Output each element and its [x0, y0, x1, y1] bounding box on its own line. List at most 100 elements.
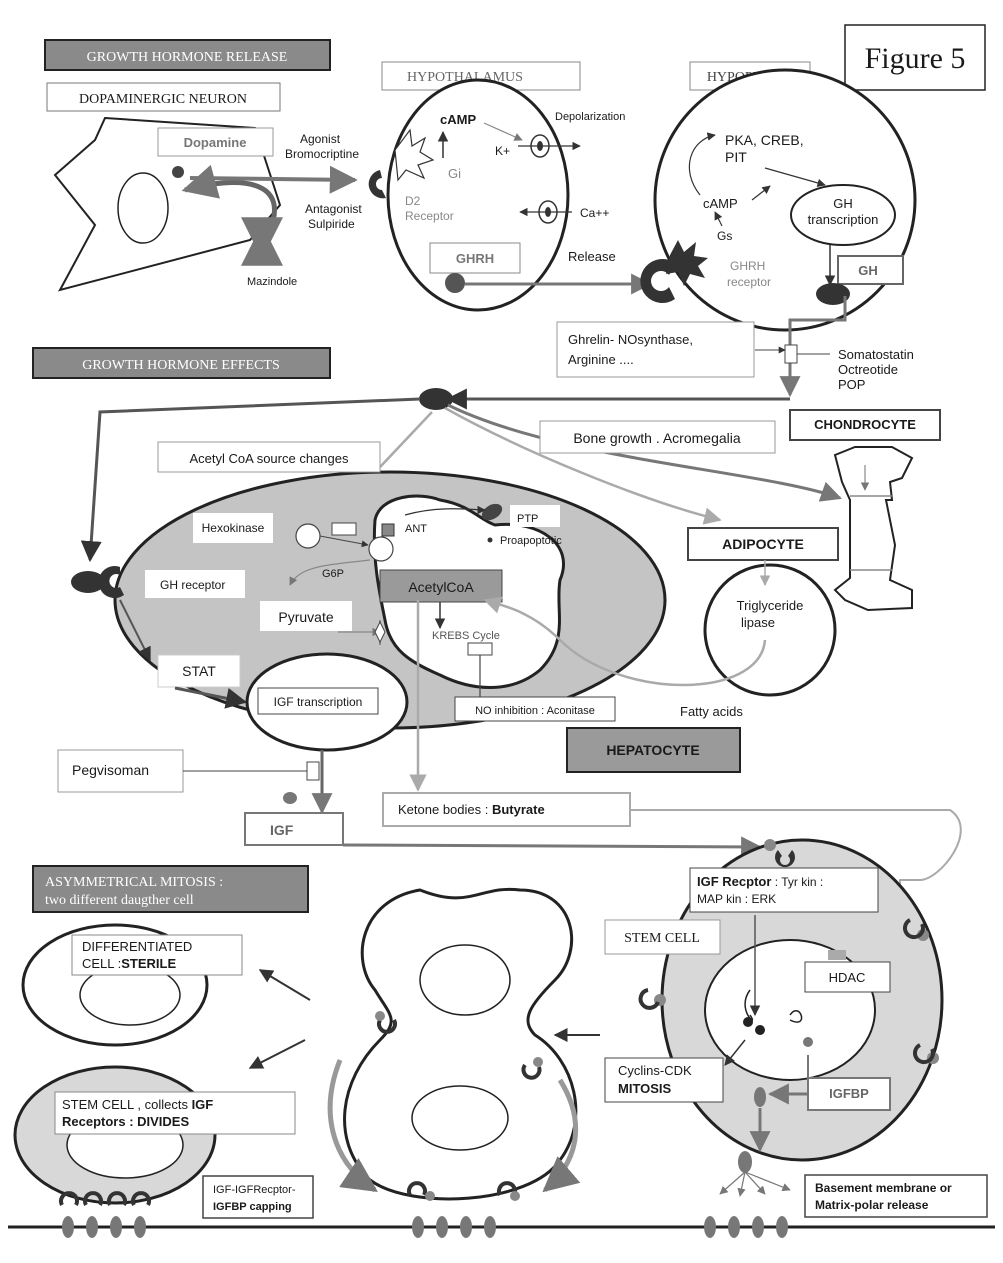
svg-text:IGFBP: IGFBP: [829, 1086, 869, 1101]
svg-text:GHRH: GHRH: [730, 259, 765, 273]
svg-text:STEM CELL: STEM CELL: [624, 931, 700, 946]
section-header-effects: GROWTH HORMONE EFFECTS: [32, 347, 331, 379]
svg-text:GH receptor: GH receptor: [160, 578, 225, 592]
svg-text:KREBS Cycle: KREBS Cycle: [432, 630, 500, 642]
svg-text:Antagonist: Antagonist: [305, 202, 362, 216]
svg-text:PIT: PIT: [725, 149, 747, 165]
svg-text:IGF: IGF: [270, 822, 294, 838]
stem-cell-daughter: STEM CELL , collects IGF Receptors : DIV…: [13, 1065, 296, 1206]
svg-text:Ketone bodies : Butyrate: Ketone bodies : Butyrate: [398, 802, 545, 817]
svg-text:HDAC: HDAC: [829, 970, 866, 985]
bone-growth-box: Bone growth . Acromegalia: [539, 420, 776, 454]
svg-text:Pyruvate: Pyruvate: [278, 609, 333, 625]
no-inhibition-box: NO inhibition : Aconitase: [454, 696, 616, 722]
svg-text:D2: D2: [405, 194, 421, 208]
basement-membrane: [8, 1216, 995, 1238]
ghrelin-box: Ghrelin- NOsynthase, Arginine ....: [556, 321, 755, 378]
stem-cell: IGF Recptor : Tyr kin : MAP kin : ERK ST…: [604, 838, 944, 1173]
svg-text:Octreotide: Octreotide: [838, 362, 898, 377]
svg-text:IGF transcription: IGF transcription: [274, 695, 363, 709]
svg-text:MITOSIS: MITOSIS: [618, 1081, 672, 1096]
svg-text:Matrix-polar release: Matrix-polar release: [815, 1198, 929, 1212]
svg-text:Triglyceride: Triglyceride: [737, 598, 804, 613]
differentiated-cell: DIFFERENTIATED CELL :STERILE: [21, 923, 243, 1047]
svg-text:ADIPOCYTE: ADIPOCYTE: [722, 536, 804, 552]
section-header-release: GROWTH HORMONE RELEASE: [44, 39, 331, 71]
svg-text:DOPAMINERGIC NEURON: DOPAMINERGIC NEURON: [79, 92, 247, 107]
svg-text:Sulpiride: Sulpiride: [308, 217, 355, 231]
svg-text:Mazindole: Mazindole: [247, 276, 297, 288]
igf-capping-box: IGF-IGFRecptor- IGFBP capping: [202, 1175, 314, 1219]
svg-text:cAMP: cAMP: [440, 112, 476, 127]
svg-text:Gi: Gi: [448, 166, 461, 181]
svg-text:AcetylCoA: AcetylCoA: [408, 579, 474, 595]
svg-text:transcription: transcription: [808, 212, 879, 227]
svg-text:STAT: STAT: [182, 663, 216, 679]
adipocyte-cell: ADIPOCYTE Triglyceride lipase: [687, 527, 839, 697]
svg-text:IGF-IGFRecptor-: IGF-IGFRecptor-: [213, 1184, 296, 1196]
dividing-cell: [327, 887, 581, 1201]
svg-text:GROWTH HORMONE RELEASE: GROWTH HORMONE RELEASE: [87, 50, 288, 65]
svg-text:Gs: Gs: [717, 229, 732, 243]
svg-text:POP: POP: [838, 377, 865, 392]
svg-text:Ca++: Ca++: [580, 206, 609, 220]
svg-text:GROWTH HORMONE EFFECTS: GROWTH HORMONE EFFECTS: [82, 358, 280, 373]
svg-text:HEPATOCYTE: HEPATOCYTE: [606, 742, 699, 758]
ketone-bodies-box: Ketone bodies : Butyrate: [382, 792, 631, 827]
svg-text:CHONDROCYTE: CHONDROCYTE: [814, 417, 916, 432]
stat-box: STAT: [157, 654, 241, 688]
svg-text:GHRH: GHRH: [456, 251, 494, 266]
svg-text:GH: GH: [833, 196, 853, 211]
svg-text:K+: K+: [495, 144, 510, 158]
igf-box: IGF: [244, 812, 344, 846]
svg-text:Agonist: Agonist: [300, 132, 341, 146]
svg-text:Receptor: Receptor: [405, 209, 454, 223]
svg-text:G6P: G6P: [322, 568, 344, 580]
svg-text:Depolarization: Depolarization: [555, 111, 625, 123]
svg-text:Acetyl CoA source changes: Acetyl CoA source changes: [190, 451, 349, 466]
gh-receptor: [71, 566, 151, 662]
figure-label: Figure 5: [844, 24, 986, 91]
acetylcoa-source-box: Acetyl CoA source changes: [157, 441, 381, 473]
svg-text:Release: Release: [568, 249, 616, 264]
svg-text:Ghrelin- NOsynthase,: Ghrelin- NOsynthase,: [568, 332, 693, 347]
hypophysis-cell: HYPOPHYSIS PKA, CREB, PIT cAMP Gs GH tra…: [640, 61, 917, 332]
svg-text:STEM CELL , collects IGF: STEM CELL , collects IGF: [62, 1097, 213, 1112]
svg-text:GH: GH: [858, 263, 878, 278]
acetylcoa-box: AcetylCoA: [379, 569, 503, 603]
svg-text:Figure 5: Figure 5: [865, 42, 966, 75]
svg-text:IGFBP capping: IGFBP capping: [213, 1201, 292, 1213]
section-header-mitosis: ASYMMETRICAL MITOSIS : two different dau…: [32, 865, 309, 913]
svg-text:ANT: ANT: [405, 523, 427, 535]
svg-text:MAP kin : ERK: MAP kin : ERK: [697, 892, 776, 906]
svg-text:receptor: receptor: [727, 275, 771, 289]
basement-membrane-box: Basement membrane or Matrix-polar releas…: [804, 1174, 988, 1218]
svg-text:Pegvisoman: Pegvisoman: [72, 762, 149, 778]
svg-text:Hexokinase: Hexokinase: [202, 521, 265, 535]
svg-text:IGF Recptor : Tyr kin :: IGF Recptor : Tyr kin :: [697, 874, 823, 889]
svg-text:Bromocriptine: Bromocriptine: [285, 147, 359, 161]
svg-text:DIFFERENTIATED: DIFFERENTIATED: [82, 939, 192, 954]
svg-text:two different daugther cell: two different daugther cell: [45, 893, 194, 908]
svg-text:Bone growth . Acromegalia: Bone growth . Acromegalia: [573, 430, 741, 446]
svg-text:Fatty acids: Fatty acids: [680, 704, 743, 719]
hepatocyte-label: HEPATOCYTE: [566, 727, 741, 773]
chondrocyte: CHONDROCYTE: [789, 409, 941, 612]
igf-transcription-nucleus: IGF transcription: [245, 652, 409, 752]
svg-text:Proapoptotic: Proapoptotic: [500, 535, 562, 547]
svg-text:PTP: PTP: [517, 513, 538, 525]
svg-text:Basement membrane or: Basement membrane or: [815, 1181, 952, 1195]
hypothalamus-cell: HYPOTHALAMUS cAMP Gi Depolarization K+ D…: [368, 61, 625, 312]
svg-text:Arginine ....: Arginine ....: [568, 352, 634, 367]
svg-text:ASYMMETRICAL MITOSIS :: ASYMMETRICAL MITOSIS :: [45, 875, 223, 890]
svg-text:Cyclins-CDK: Cyclins-CDK: [618, 1063, 692, 1078]
svg-text:Receptors : DIVIDES: Receptors : DIVIDES: [62, 1114, 189, 1129]
svg-text:cAMP: cAMP: [703, 196, 738, 211]
svg-text:CELL :STERILE: CELL :STERILE: [82, 956, 176, 971]
svg-text:PKA, CREB,: PKA, CREB,: [725, 132, 804, 148]
svg-text:Dopamine: Dopamine: [184, 135, 247, 150]
pegvisoman-box: Pegvisoman: [57, 749, 184, 793]
svg-text:lipase: lipase: [741, 615, 775, 630]
svg-text:Somatostatin: Somatostatin: [838, 347, 914, 362]
